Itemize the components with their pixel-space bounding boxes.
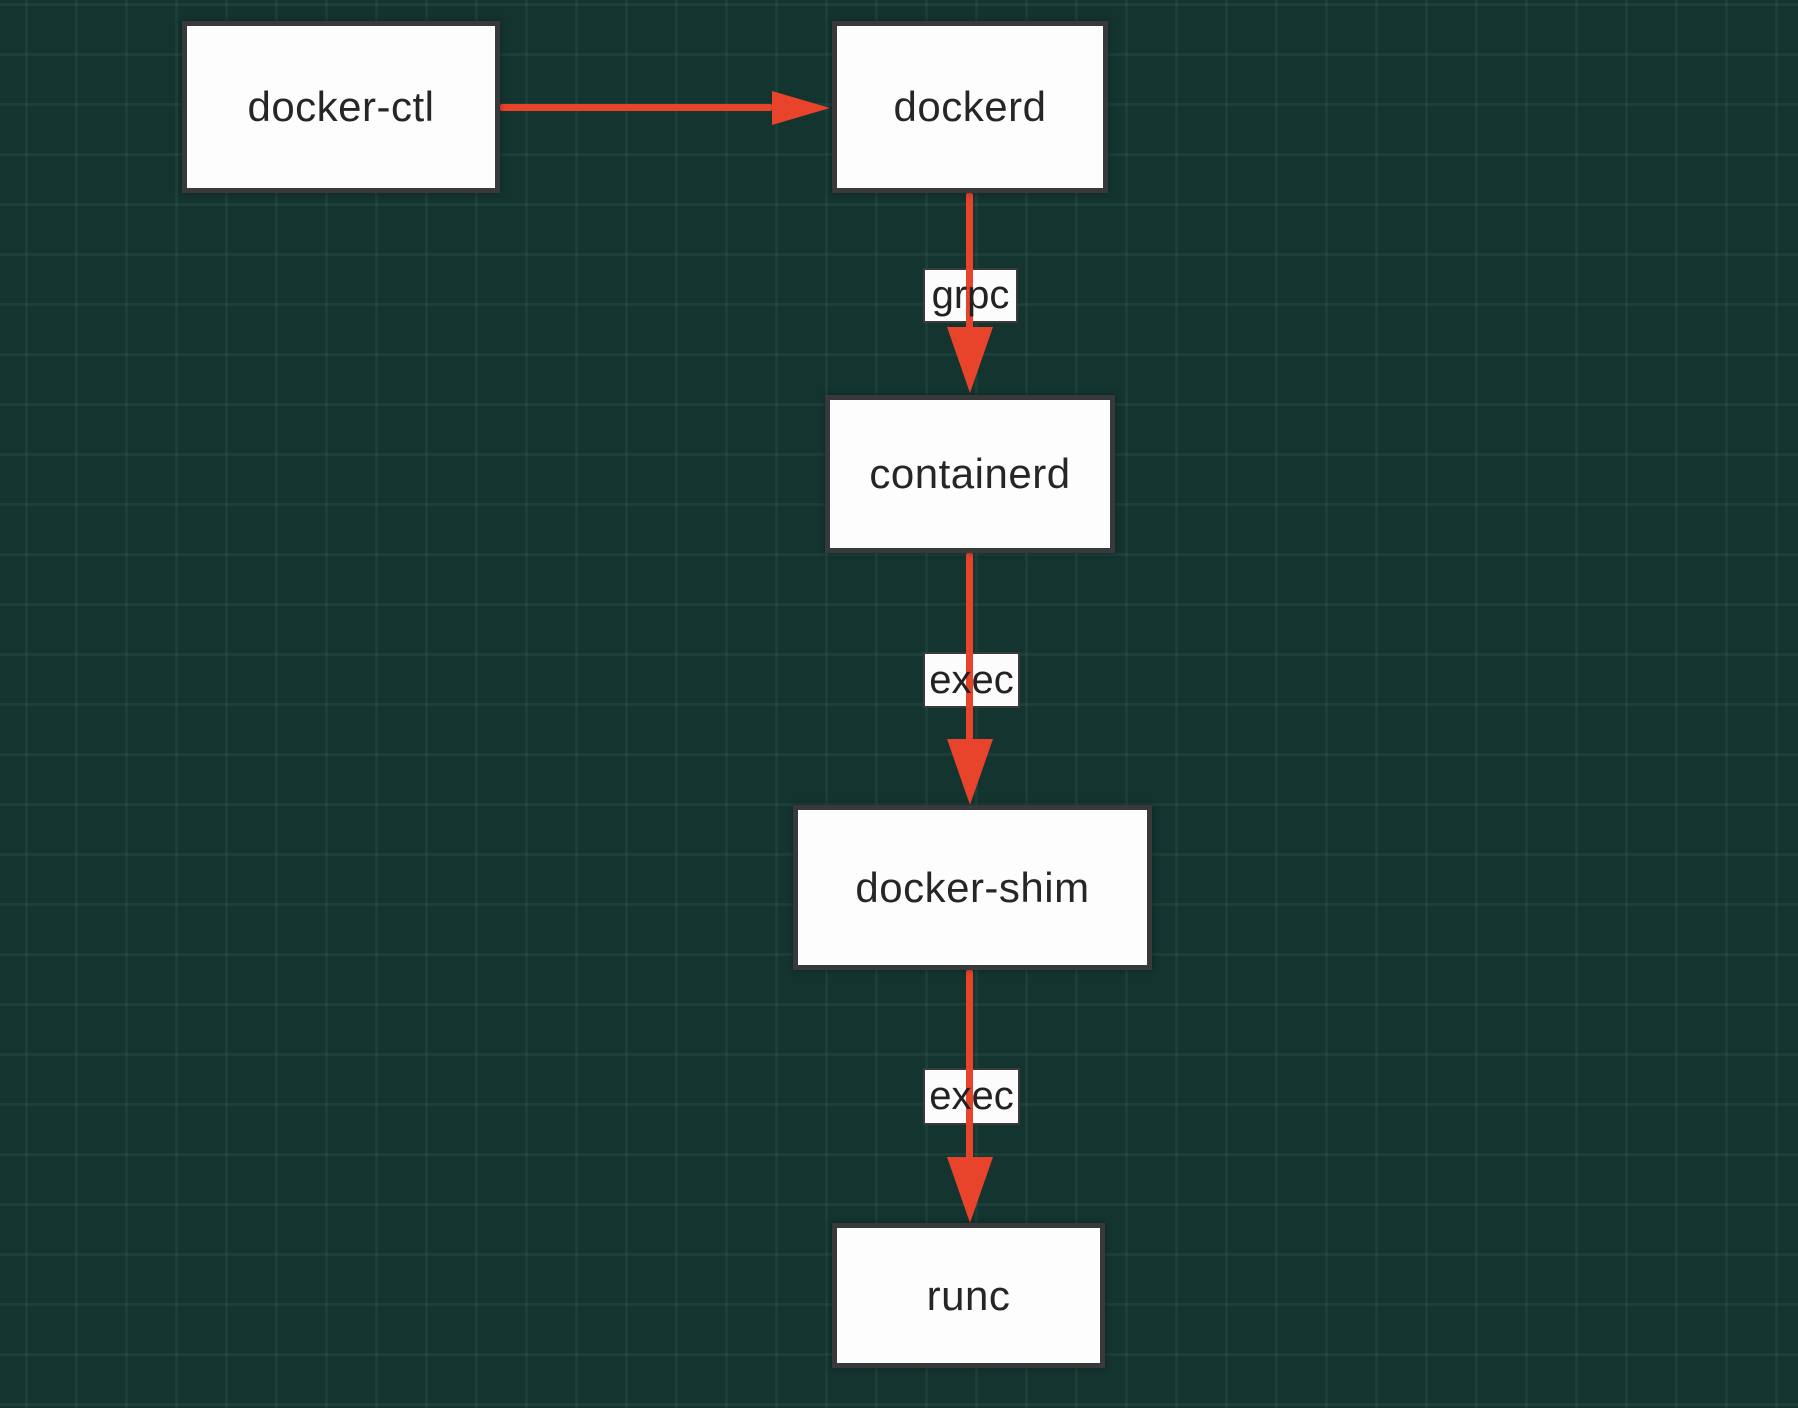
edge-dockershim-runc-line [966,970,973,1160]
edge-label-grpc: grpc [931,273,1010,317]
node-docker-shim-label: docker-shim [855,863,1090,911]
arrowhead-down-icon [947,1157,993,1223]
node-docker-ctl: docker-ctl [182,21,500,193]
arrowhead-down-icon [947,739,993,805]
node-dockerd-label: dockerd [893,83,1047,130]
arrowhead-right-icon [772,91,830,125]
node-docker-shim: docker-shim [793,805,1152,970]
node-runc: runc [832,1223,1105,1368]
node-runc-label: runc [926,1271,1011,1319]
node-docker-ctl-label: docker-ctl [247,83,435,130]
node-containerd-label: containerd [869,450,1071,497]
edge-dockerctl-dockerd-line [500,104,772,111]
edge-containerd-dockershim-line [966,553,973,741]
node-containerd: containerd [825,395,1115,553]
node-dockerd: dockerd [832,21,1108,193]
edge-label-exec-2: exec [929,1074,1014,1118]
edge-dockerd-containerd-line [966,193,973,330]
arrowhead-down-icon [947,327,993,393]
edge-label-exec-1: exec [929,657,1014,702]
